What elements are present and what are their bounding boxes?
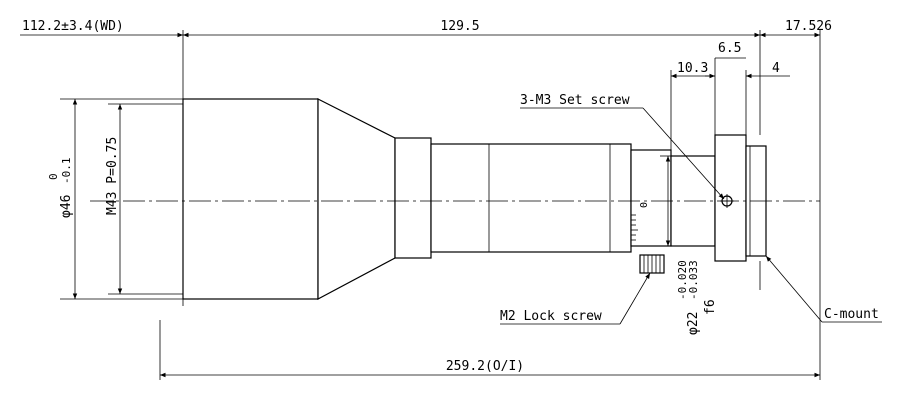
c-mount-label: C-mount (824, 307, 879, 322)
shaft-tol-upper: -0.020 (676, 260, 689, 300)
dim-front-thread: M43 P=0.75 (105, 104, 123, 294)
dim-10-3-value: 10.3 (677, 61, 708, 76)
scale-zero-label: 0 (639, 202, 650, 208)
dim-outer-diameter: φ46 0 -0.1 (47, 99, 78, 299)
taper-section (317, 98, 396, 300)
dim-4-value: 4 (772, 61, 780, 76)
dim-total-length: 259.2(O/I) (160, 359, 820, 378)
lock-screw-label: M2 Lock screw (500, 309, 602, 324)
dim-6-5: 6.5 (714, 41, 746, 70)
collar-ring (394, 137, 432, 259)
outer-diameter-tol-lower: -0.1 (60, 158, 73, 185)
dim-10-3: 10.3 (671, 61, 715, 79)
shaft-diameter-value: φ22 (686, 312, 701, 335)
callout-set-screw: 3-M3 Set screw (520, 93, 725, 200)
callout-c-mount: C-mount (765, 255, 882, 323)
set-screw-label: 3-M3 Set screw (520, 93, 630, 108)
dim-working-distance: 112.2±3.4(WD) (20, 19, 183, 38)
lock-screw-knob (639, 254, 665, 274)
dim-129-5: 129.5 (183, 19, 760, 38)
dim-17-526-value: 17.526 (785, 19, 832, 34)
front-thread-value: M43 P=0.75 (105, 137, 120, 215)
lens-body: 0 (182, 98, 767, 300)
dim-6-5-value: 6.5 (718, 41, 741, 56)
dim-129-5-value: 129.5 (440, 19, 479, 34)
dim-4: 4 (705, 61, 790, 79)
outer-diameter-tol-upper: 0 (47, 173, 60, 180)
wd-value: 112.2±3.4(WD) (22, 19, 124, 34)
front-barrel (182, 98, 319, 300)
dim-17-526: 17.526 (760, 19, 832, 38)
callout-lock-screw: M2 Lock screw (500, 272, 651, 325)
focus-ring (630, 149, 672, 247)
outer-diameter-value: φ46 (59, 195, 74, 218)
middle-tube (430, 143, 632, 253)
dim-shaft-diameter: φ22 -0.020 -0.033 f6 (665, 156, 718, 335)
shaft-fit-value: f6 (703, 299, 718, 315)
total-length-value: 259.2(O/I) (446, 359, 524, 374)
extension-lines (60, 30, 821, 380)
shaft-tol-lower: -0.033 (687, 260, 700, 300)
focus-scale: 0 (631, 202, 650, 241)
